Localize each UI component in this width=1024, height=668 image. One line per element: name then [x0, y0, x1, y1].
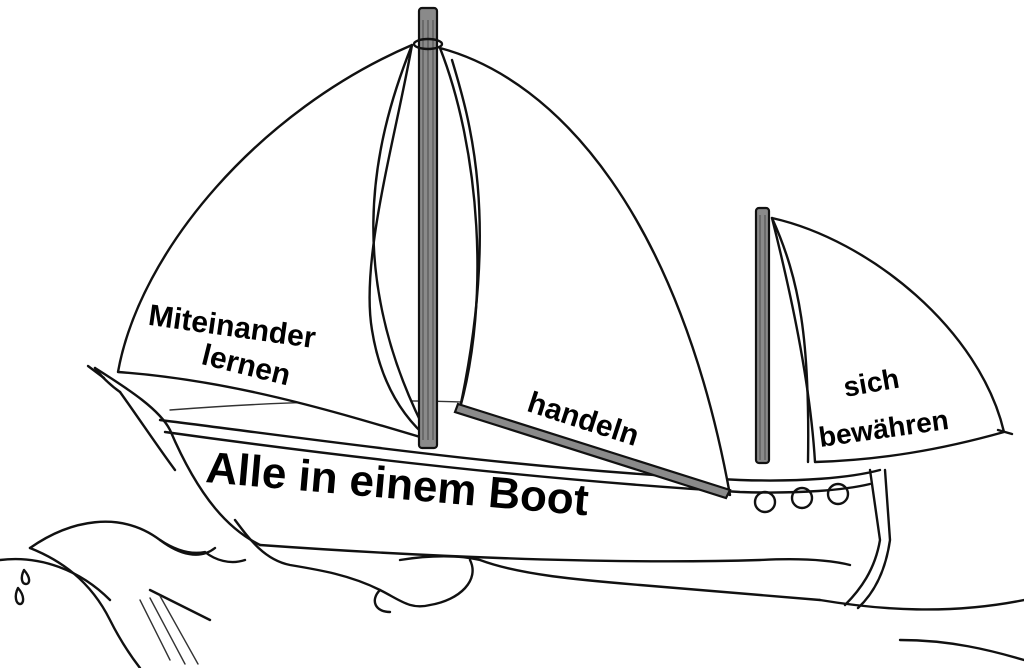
- porthole: [790, 486, 814, 510]
- droplet-icon: [20, 568, 31, 586]
- droplet-icon: [14, 586, 25, 606]
- porthole: [753, 490, 777, 514]
- sail-left: [116, 43, 432, 442]
- main-mast: [412, 6, 444, 450]
- boom: [453, 402, 732, 500]
- hull: [93, 366, 892, 610]
- hull-text: Alle in einem Boot: [204, 443, 591, 525]
- rear-mast: [754, 206, 771, 465]
- sail-right: [770, 216, 1006, 464]
- porthole: [826, 482, 850, 506]
- waves: [0, 518, 1024, 668]
